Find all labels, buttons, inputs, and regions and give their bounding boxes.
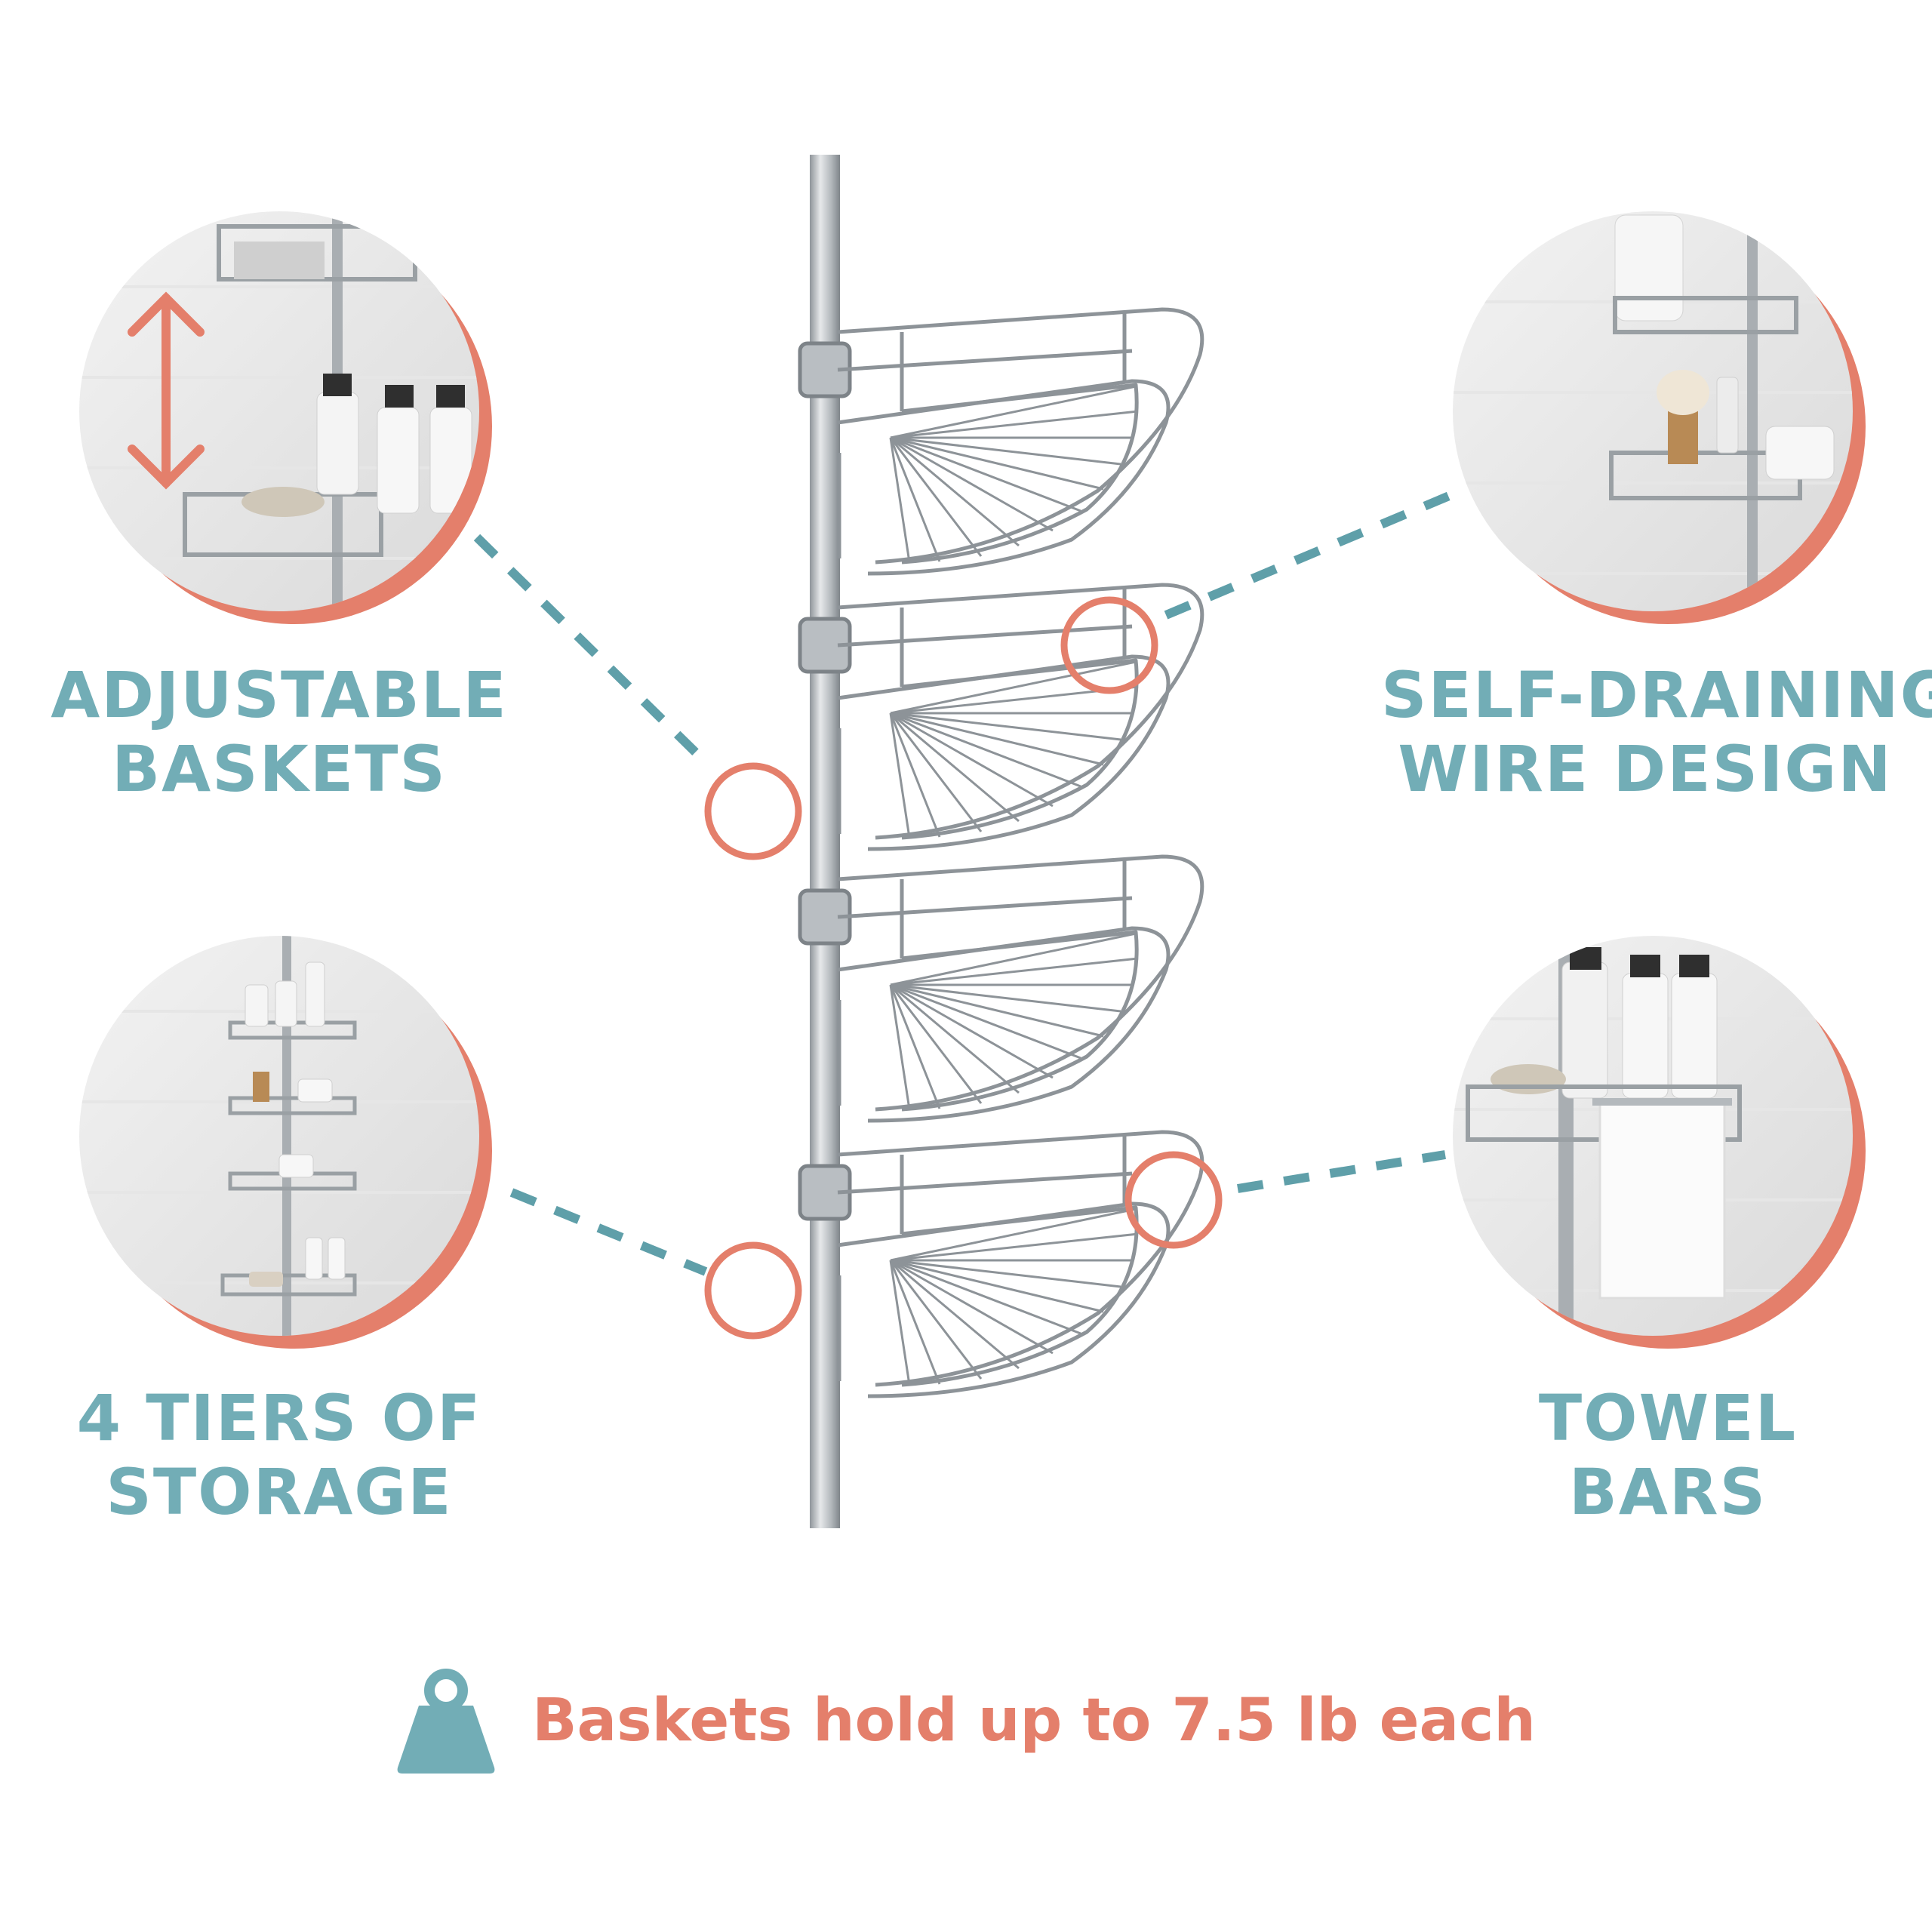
feature-line-2: WIRE DESIGN	[1398, 732, 1893, 806]
weight-capacity-footer: Baskets hold up to 7.5 lb each	[0, 1653, 1932, 1789]
feature-line-1: 4 TIERS OF	[76, 1381, 482, 1455]
shower-caddy-illustration	[798, 155, 1204, 1528]
feature-line-1: TOWEL	[1538, 1381, 1798, 1455]
up-down-arrow-icon	[128, 291, 205, 490]
feature-line-1: ADJUSTABLE	[51, 658, 508, 732]
callout-rings	[704, 596, 1223, 1340]
connector-self-draining	[1164, 490, 1455, 620]
callout-ring-wire	[1060, 596, 1158, 694]
feature-label-towel-bars: TOWEL BARS	[1457, 1381, 1879, 1529]
callout-ring-towel-bar	[1124, 1151, 1223, 1249]
photo-self-draining	[1453, 211, 1866, 624]
photo-adjustable-baskets	[79, 211, 492, 624]
connector-adjustable	[473, 534, 709, 766]
connector-tiers	[509, 1188, 708, 1276]
connector-towel	[1237, 1150, 1446, 1193]
weight-capacity-text: Baskets hold up to 7.5 lb each	[532, 1687, 1536, 1755]
weight-icon	[397, 1669, 495, 1774]
feature-label-four-tiers: 4 TIERS OF STORAGE	[45, 1381, 513, 1529]
wire-basket	[798, 307, 1204, 576]
photo-towel-bars	[1453, 936, 1866, 1349]
connector-lines	[473, 490, 1455, 1276]
feature-line-2: BARS	[1568, 1455, 1767, 1529]
feature-line-2: BASKETS	[112, 732, 447, 806]
callout-ring-pole-upper	[704, 762, 802, 860]
photo-four-tiers	[79, 936, 492, 1349]
callout-ring-pole-lower	[704, 1241, 802, 1340]
feature-label-self-draining: SELF-DRAINING WIRE DESIGN	[1381, 658, 1932, 806]
feature-line-2: STORAGE	[106, 1455, 453, 1529]
feature-line-1: SELF-DRAINING	[1381, 658, 1932, 732]
feature-label-adjustable-baskets: ADJUSTABLE BASKETS	[45, 658, 513, 806]
